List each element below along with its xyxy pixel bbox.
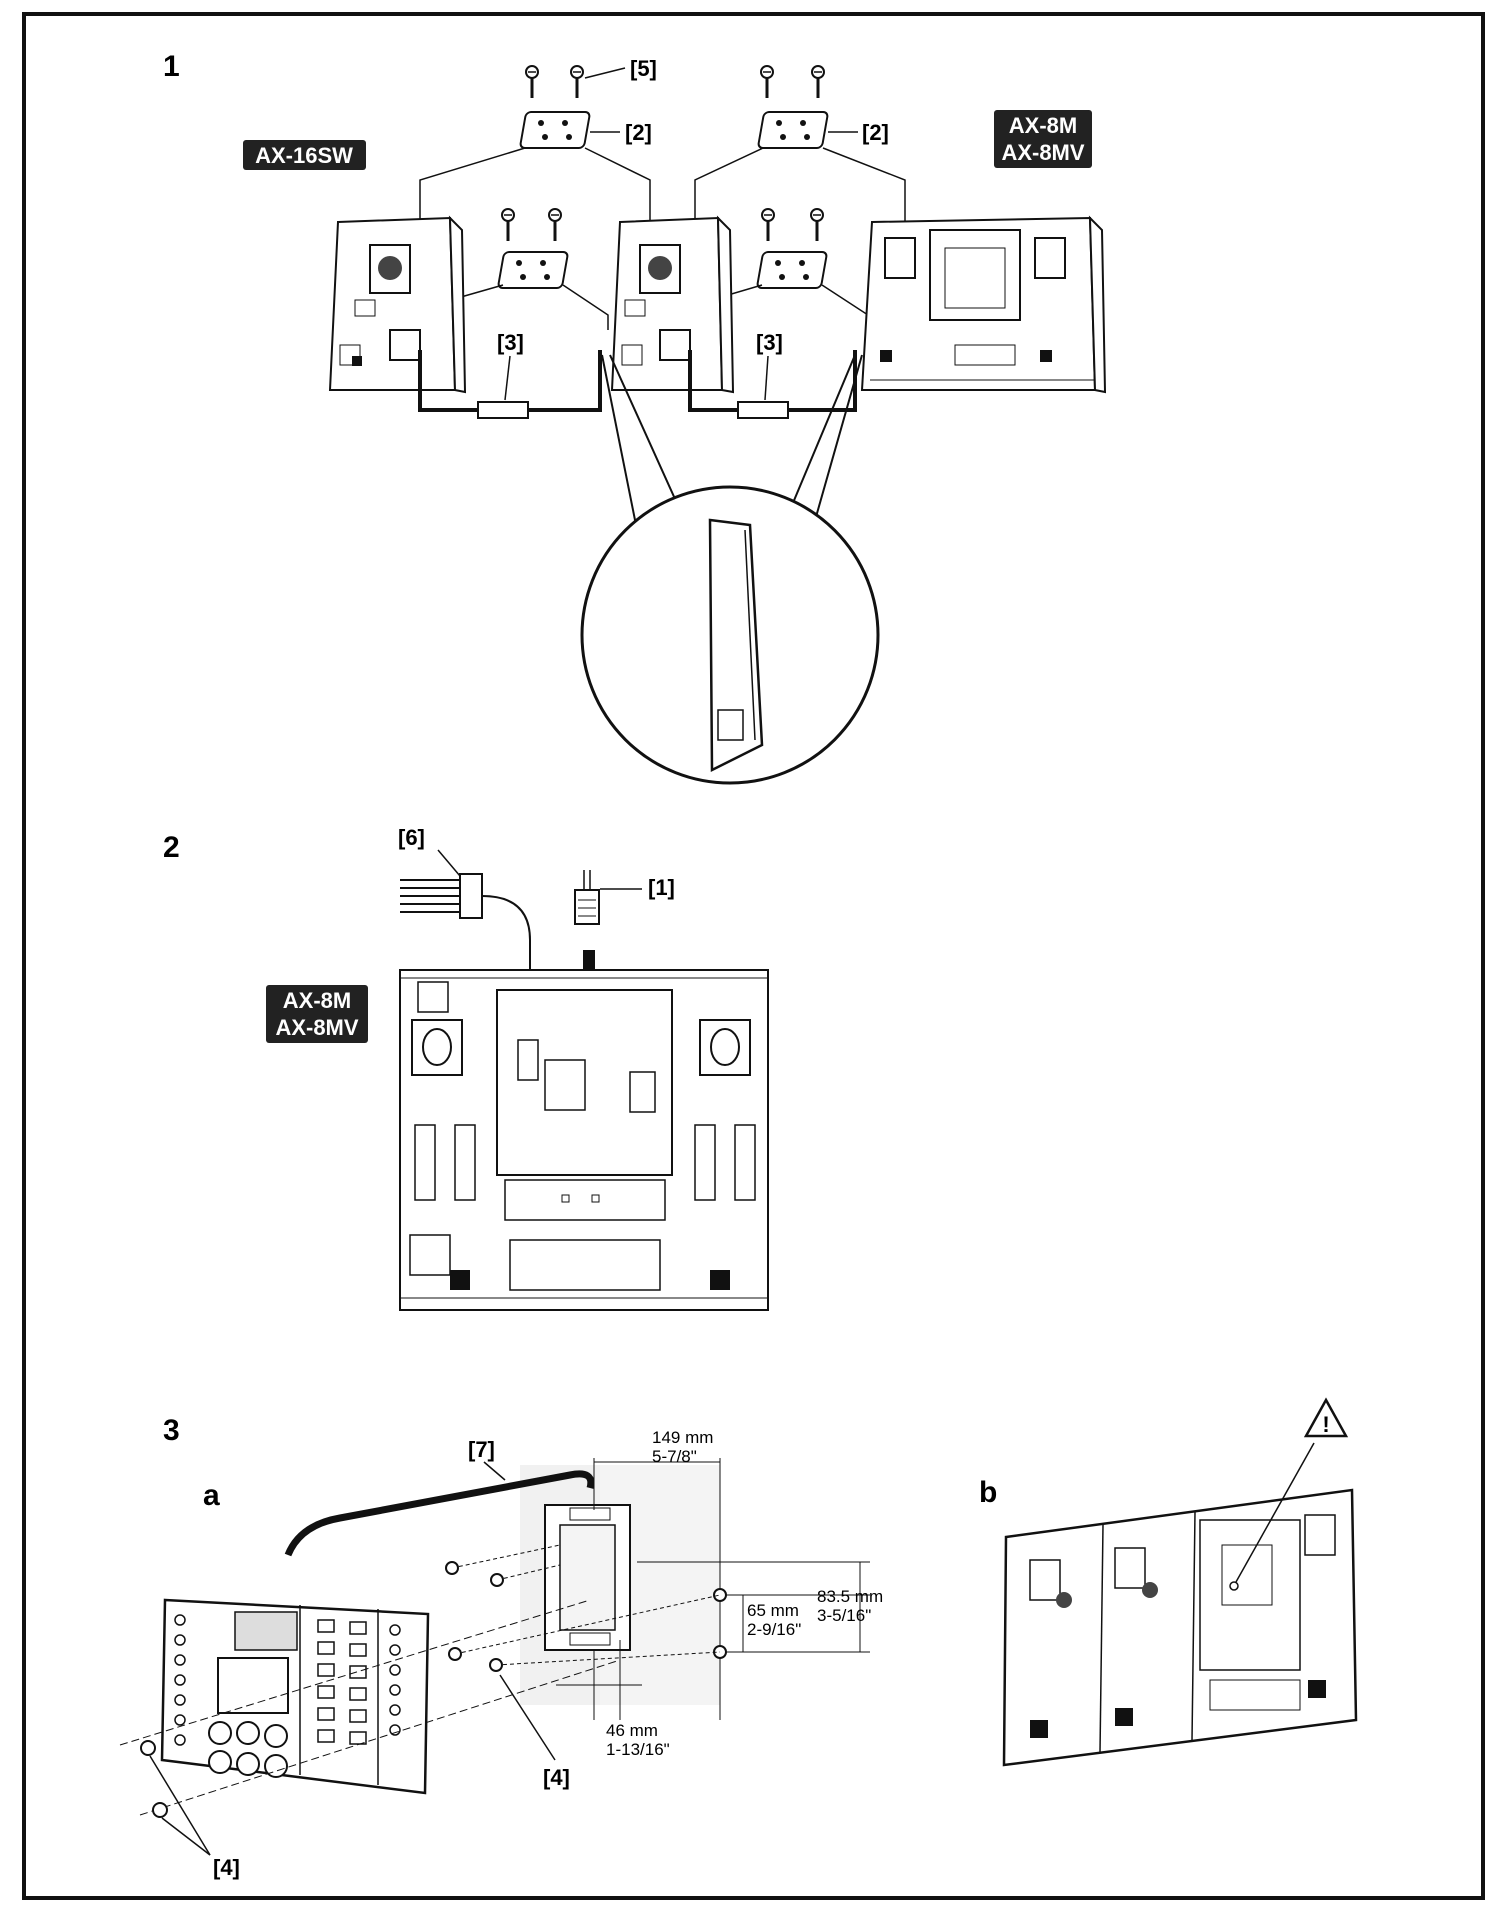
dim-height-65-mm: 65 mm: [747, 1601, 799, 1620]
dim-height-83-mm: 83.5 mm: [817, 1587, 883, 1606]
screw-icon: [760, 207, 776, 243]
step-1-number: 1: [163, 50, 180, 83]
ax-16sw-unit-middle: [610, 215, 735, 394]
bracket-plate-icon: [755, 251, 829, 289]
screw-icon: [809, 207, 825, 243]
warning-triangle-icon: !: [1303, 1397, 1349, 1438]
wire-harness-icon: [400, 873, 483, 919]
tag-ax-16sw: AX-16SW: [243, 140, 366, 170]
dim-width-46-mm: 46 mm: [606, 1721, 658, 1740]
screw-icon: [524, 64, 540, 100]
step-2-number: 2: [163, 831, 180, 864]
svg-text:AX-8MV: AX-8MV: [275, 1015, 358, 1040]
callout-3-right: [3]: [756, 330, 783, 355]
modular-plug-icon: [574, 870, 600, 925]
screw-icon: [489, 1651, 721, 1672]
svg-text:!: !: [1322, 1412, 1329, 1437]
figure-frame: [22, 12, 1485, 1900]
callout-5: [5]: [630, 56, 657, 81]
callout-4-lower: [4]: [213, 1855, 240, 1880]
screw-icon: [490, 1564, 561, 1587]
ax-8m-master-unit: [860, 215, 1107, 394]
screw-icon: [448, 1594, 721, 1661]
svg-text:AX-16SW: AX-16SW: [255, 143, 353, 168]
magnified-detail: [580, 354, 880, 785]
callout-2-right: [2]: [862, 120, 889, 145]
step-3-number: 3: [163, 1414, 180, 1447]
step-3a-label: a: [203, 1479, 220, 1512]
tag-ax-8m-ax-8mv-top: AX-8M AX-8MV: [994, 110, 1092, 168]
bracket-plate-icon: [756, 111, 830, 149]
bracket-plate-icon: [518, 111, 592, 149]
screw-icon: [152, 1802, 168, 1818]
screw-icon: [140, 1740, 156, 1756]
callout-2-left: [2]: [625, 120, 652, 145]
callout-1: [1]: [648, 875, 675, 900]
callout-7: [7]: [468, 1437, 495, 1462]
screw-icon: [547, 207, 563, 243]
ax-8m-rear-panel: [399, 969, 769, 1311]
assembled-units-rear: [1002, 1488, 1358, 1767]
screw-icon: [569, 64, 585, 100]
screw-icon: [500, 207, 516, 243]
dim-width-46-in: 1-13/16": [606, 1740, 670, 1759]
dim-width-149-mm: 149 mm: [652, 1428, 713, 1447]
dim-height-83-in: 3-5/16": [817, 1606, 871, 1625]
bracket-plate-icon: [496, 251, 570, 289]
callout-3-left: [3]: [497, 330, 524, 355]
callout-4-center: [4]: [543, 1765, 570, 1790]
svg-text:AX-8M: AX-8M: [1009, 113, 1077, 138]
screw-icon: [445, 1544, 561, 1575]
wall-bracket: [544, 1504, 631, 1651]
ribbon-cable-right: [688, 350, 857, 419]
step-3b-label: b: [979, 1476, 997, 1509]
screw-icon: [810, 64, 826, 100]
svg-text:AX-8M: AX-8M: [283, 988, 351, 1013]
dimension-lines: [556, 1458, 870, 1720]
ribbon-cable-left: [418, 350, 602, 419]
svg-text:AX-8MV: AX-8MV: [1001, 140, 1084, 165]
tag-ax-8m-ax-8mv-step2: AX-8M AX-8MV: [266, 985, 368, 1043]
ax-16sw-unit-left: [328, 215, 467, 394]
dim-width-149-in: 5-7/8": [652, 1447, 697, 1466]
dim-height-65-in: 2-9/16": [747, 1620, 801, 1639]
callout-6: [6]: [398, 825, 425, 850]
master-station-front: [160, 1598, 430, 1795]
screw-icon: [759, 64, 775, 100]
